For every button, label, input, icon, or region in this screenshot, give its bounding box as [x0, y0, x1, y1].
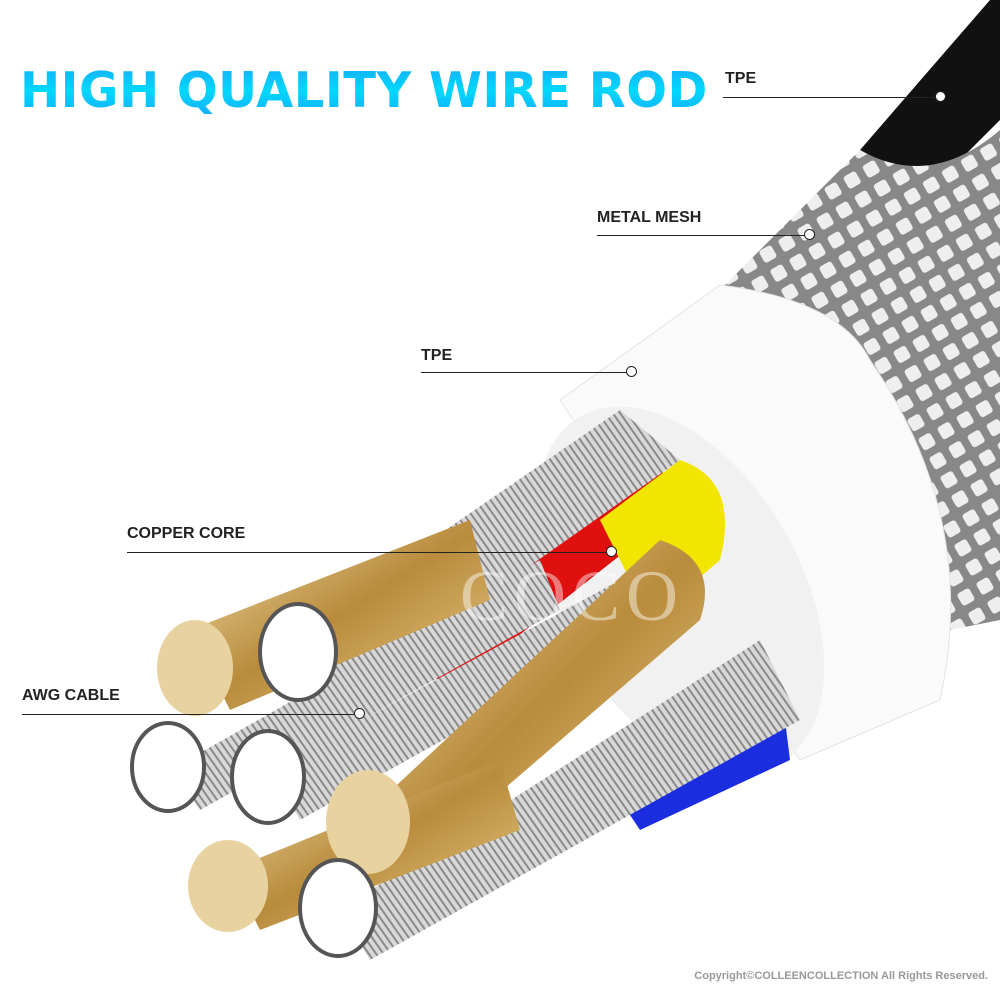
copper-end — [188, 840, 268, 932]
leader-dot — [626, 366, 637, 377]
label-outer-tpe: TPE — [725, 70, 757, 87]
leader-line — [421, 372, 628, 373]
leader-dot — [804, 229, 815, 240]
strand-end — [298, 858, 378, 958]
strand-end — [258, 602, 338, 702]
outer-tpe-jacket — [860, 0, 1000, 190]
leader-line — [127, 552, 608, 553]
copper-end — [157, 620, 233, 716]
leader-dot — [935, 91, 946, 102]
leader-line — [723, 97, 937, 98]
leader-line — [597, 235, 806, 236]
leader-dot — [354, 708, 365, 719]
copper-end — [326, 770, 410, 874]
leader-line — [22, 714, 356, 715]
copyright-text: Copyright©COLLEENCOLLECTION All Rights R… — [694, 970, 988, 982]
strand-bundle — [270, 580, 640, 820]
strand-bundle — [340, 640, 800, 960]
page-title: HIGH QUALITY WIRE ROD — [20, 62, 708, 119]
watermark: COCO — [460, 556, 685, 636]
label-copper-core: COPPER CORE — [127, 525, 246, 542]
strand-end — [230, 729, 306, 825]
label-inner-tpe: TPE — [421, 347, 453, 364]
label-metal-mesh: METAL MESH — [597, 209, 702, 226]
label-awg-cable: AWG CABLE — [22, 687, 120, 704]
strand-end — [130, 721, 206, 813]
leader-dot — [606, 546, 617, 557]
